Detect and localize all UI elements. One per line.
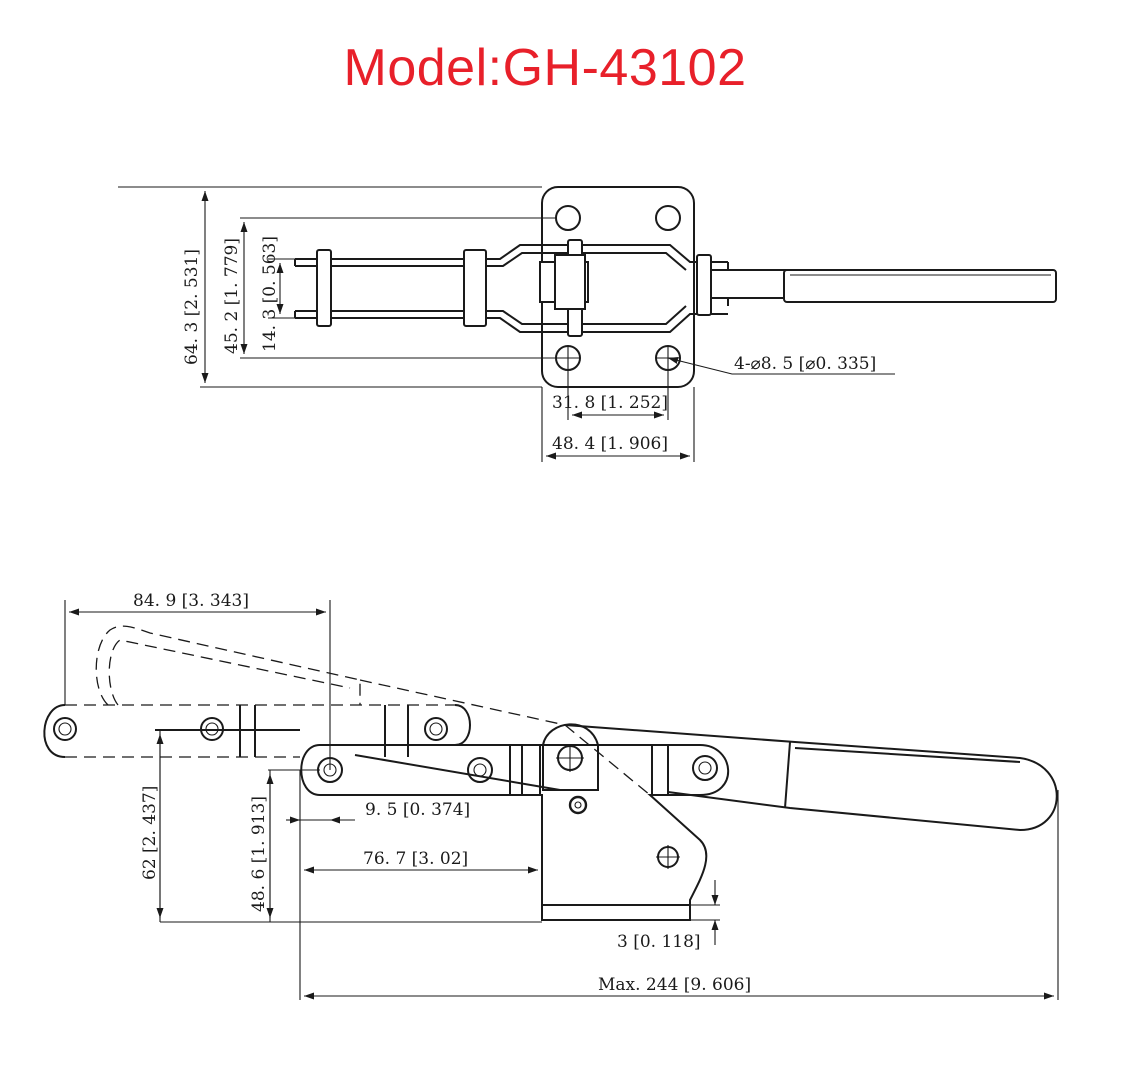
dim-max-length: Max. 244 [9. 606] [598, 975, 751, 995]
dim-holes: 4-⌀8. 5 [⌀0. 335] [734, 354, 876, 374]
dim-height-total: 62 [2. 437] [140, 786, 160, 880]
open-arm-end [43, 704, 66, 758]
dim-total-height: 64. 3 [2. 531] [182, 249, 202, 365]
body-hole [692, 755, 718, 781]
lock-pin [568, 795, 588, 815]
dim-height-spindle: 48. 6 [1. 913] [249, 796, 269, 912]
pin [463, 249, 487, 327]
side-view: 84. 9 [3. 343] 9. 5 [0. 374] 62 [2. 437]… [43, 591, 1059, 1000]
mount-hole [655, 205, 681, 231]
dim-pivot-offset: 9. 5 [0. 374] [365, 800, 470, 820]
arm-strap-upper-inner [295, 252, 687, 271]
closed-handle [564, 724, 1058, 832]
open-handle-outline [95, 625, 361, 706]
handle-grip [783, 269, 1057, 303]
handle-bar [710, 269, 792, 299]
model-title: Model:GH-43102 [343, 39, 747, 97]
dim-hole-spacing-h: 31. 8 [1. 252] [552, 393, 668, 413]
dim-base-offset: 76. 7 [3. 02] [363, 849, 468, 869]
dim-base-width: 48. 4 [1. 906] [552, 434, 668, 454]
dim-open-reach: 84. 9 [3. 343] [133, 591, 249, 611]
dim-bar-gap: 14. 3 [0. 563] [260, 236, 280, 352]
body-bracket [509, 744, 730, 921]
pin [316, 249, 332, 327]
top-view: 64. 3 [2. 531] 45. 2 [1. 779] 14. 3 [0. … [118, 186, 1057, 462]
open-arm-outline [65, 704, 455, 758]
arm-strap-lower-inner [295, 305, 687, 325]
closed-arm [300, 744, 511, 796]
dim-base-thickness: 3 [0. 118] [617, 932, 701, 952]
arm-pivot-hole [467, 757, 493, 783]
pin [696, 254, 712, 316]
mount-hole [555, 205, 581, 231]
dim-hole-spacing-v: 45. 2 [1. 779] [222, 238, 242, 354]
